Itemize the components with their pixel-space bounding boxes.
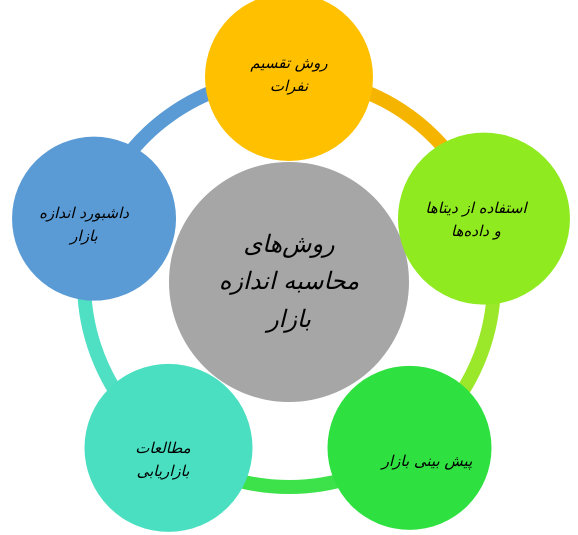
node-label-top: روش تقسیم نفرات xyxy=(219,40,359,110)
center-line-2: محاسبه اندازه xyxy=(218,267,360,296)
node-label-left: داشبورد اندازه بازار xyxy=(14,190,154,260)
node-label-bottom-left: مطالعات بازاریابی xyxy=(93,425,233,495)
node-circle-left xyxy=(12,136,177,301)
center-label: روش‌های محاسبه اندازه بازار xyxy=(189,212,389,352)
node-bottom-right-line-1: پیش بینی بازار xyxy=(381,452,473,471)
node-left-line-1: داشبورد اندازه xyxy=(39,203,129,222)
center-circle xyxy=(169,162,409,402)
node-left-line-2: بازار xyxy=(70,227,98,245)
node-circle-bottom-right xyxy=(327,365,492,530)
node-circles xyxy=(12,0,570,532)
node-right-line-2: و داده‌ها xyxy=(451,222,501,240)
node-top-line-2: نفرات xyxy=(269,77,309,95)
node-label-right: استفاده از دیتاها و داده‌ها xyxy=(406,185,546,255)
center-line-3: بازار xyxy=(267,304,311,333)
node-bottom-left-line-2: بازاریابی xyxy=(136,462,190,480)
node-circle-top xyxy=(205,0,373,161)
node-label-bottom-right: پیش بینی بازار xyxy=(357,427,497,497)
node-bottom-left-line-1: مطالعات xyxy=(135,438,191,457)
node-top-line-1: روش تقسیم xyxy=(250,53,328,72)
node-circle-bottom-left xyxy=(84,363,253,532)
node-right-line-1: استفاده از دیتاها xyxy=(425,198,527,217)
center-line-1: روش‌های xyxy=(243,230,335,259)
node-circle-right xyxy=(397,132,570,305)
